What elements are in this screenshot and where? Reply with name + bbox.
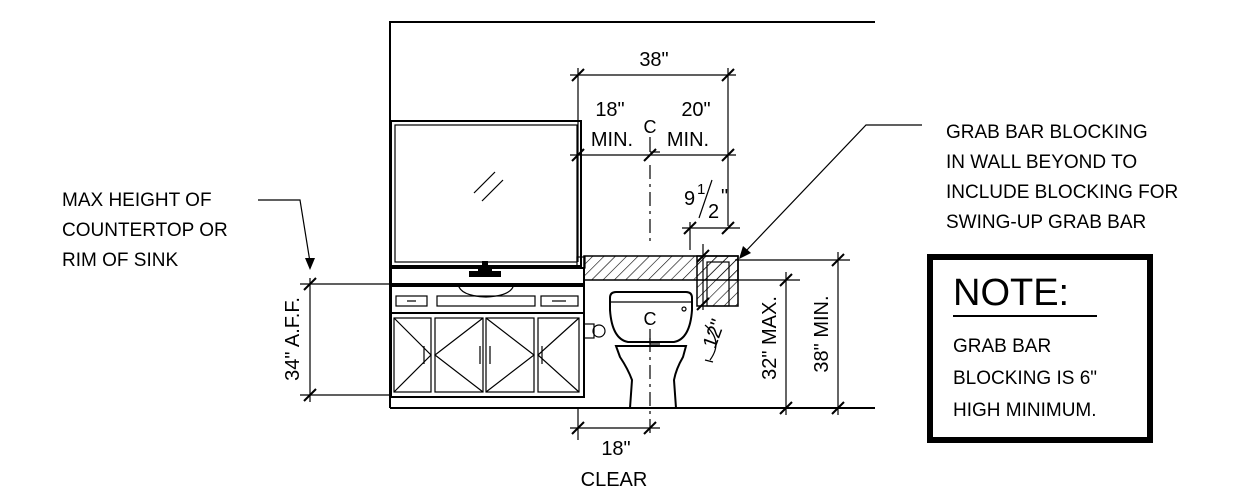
dim-toilet-clear-label: CLEAR bbox=[581, 469, 648, 491]
vanity-cabinet bbox=[390, 285, 585, 398]
dim-max-bottom: 32" MAX. bbox=[759, 296, 781, 380]
mirror bbox=[390, 120, 582, 267]
leader-lines bbox=[258, 124, 922, 270]
sink-faucet bbox=[457, 261, 515, 298]
callout-line: MAX HEIGHT OF bbox=[62, 190, 212, 211]
callout-line: GRAB BAR BLOCKING bbox=[946, 122, 1148, 143]
centerline-marker-upper: C bbox=[644, 117, 660, 153]
callout-line: IN WALL BEYOND TO bbox=[946, 152, 1137, 173]
dim-left-min: 18" bbox=[595, 99, 624, 121]
note-box: NOTE: GRAB BAR BLOCKING IS 6" HIGH MINIM… bbox=[927, 254, 1153, 443]
centerline-symbol: C bbox=[644, 309, 657, 329]
callout-line: COUNTERTOP OR bbox=[62, 220, 228, 241]
callout-line: INCLUDE BLOCKING FOR bbox=[946, 182, 1178, 203]
note-line: BLOCKING IS 6" bbox=[953, 368, 1097, 389]
countertop-callout: MAX HEIGHT OF COUNTERTOP OR RIM OF SINK bbox=[62, 190, 228, 271]
note-line: HIGH MINIMUM. bbox=[953, 400, 1097, 421]
dim-min-top: 38" MIN. bbox=[811, 295, 833, 372]
dim-bar-offset: 12" bbox=[699, 316, 730, 351]
wall-outline bbox=[389, 21, 875, 409]
toilet bbox=[609, 291, 693, 409]
dim-offset-den: 2 bbox=[708, 201, 719, 223]
callout-line: RIM OF SINK bbox=[62, 250, 178, 271]
centerline-symbol: C bbox=[644, 117, 657, 137]
extension-lines bbox=[300, 68, 850, 440]
centerline-marker-lower: C bbox=[644, 309, 660, 345]
callout-line: SWING-UP GRAB BAR bbox=[946, 212, 1146, 233]
toilet-paper-holder bbox=[583, 323, 606, 339]
dim-offset-fraction: 9 1 2 " bbox=[684, 179, 728, 223]
swing-arc bbox=[704, 324, 717, 361]
dim-right-min-suffix: MIN. bbox=[667, 129, 709, 151]
dim-offset-whole: 9 bbox=[684, 188, 695, 210]
dim-offset-num: 1 bbox=[697, 181, 705, 198]
dim-toilet-clear: 18" bbox=[601, 438, 630, 460]
dim-left-min-suffix: MIN. bbox=[591, 129, 633, 151]
dim-offset-inch: " bbox=[721, 186, 728, 208]
blocking-callout: GRAB BAR BLOCKING IN WALL BEYOND TO INCL… bbox=[946, 122, 1178, 233]
dim-total-width: 38" bbox=[639, 49, 668, 71]
note-title: NOTE: bbox=[953, 272, 1069, 314]
dim-counter-height: 34" A.F.F. bbox=[282, 297, 304, 381]
note-line: GRAB BAR bbox=[953, 336, 1051, 357]
grab-bar-blocking bbox=[583, 255, 739, 307]
dim-right-min: 20" bbox=[681, 99, 710, 121]
